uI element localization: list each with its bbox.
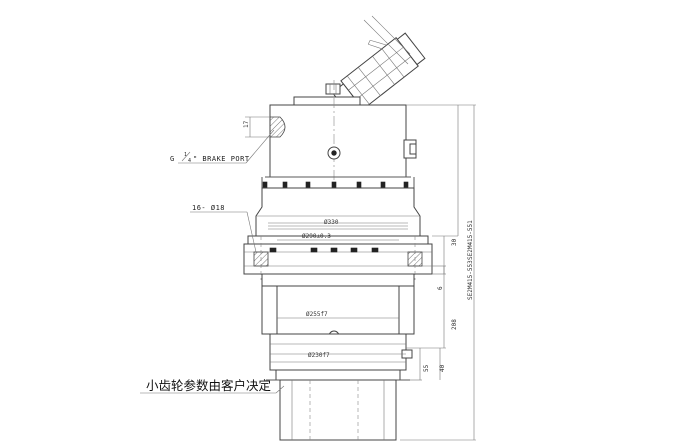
bolt-holes-label: 16- Ø18 [192,204,225,212]
brake-port-prefix: G [170,155,175,163]
brake-port-label: G 1 4 " BRAKE PORT [170,151,250,164]
dimension-labels: Ø330 Ø290±0.3 Ø255f7 Ø230f7 17 30 6 208 … [243,120,474,372]
extension-lines [400,104,476,441]
dim-30: 30 [451,238,458,246]
dim-dia-330: Ø330 [324,219,339,226]
brake-port-suffix: " BRAKE PORT [193,155,250,163]
gear-stage-housing [255,187,421,237]
dim-208: 208 [451,319,458,330]
pinion-gear [279,379,397,441]
customer-note: 小齿轮参数由客户决定 [146,378,271,393]
leader-lines [140,116,408,394]
brake-port-den: 4 [188,158,192,164]
output-housing [261,273,415,381]
dim-40: 40 [439,364,446,372]
dim-length-a: SE2M415-553 [467,260,474,300]
dim-6: 6 [437,286,444,290]
bolt-row-upper [262,181,409,189]
mounting-flange [243,235,433,280]
dim-dia-290: Ø290±0.3 [302,233,331,240]
hydraulic-motor [293,15,426,116]
dim-dia-230: Ø230f7 [308,352,330,359]
dim-dia-255: Ø255f7 [306,311,328,318]
dim-55: 55 [423,364,430,372]
brake-port-num: 1 [184,152,188,158]
dim-length-b: SE2M415-551 [467,220,474,260]
dim-17: 17 [243,120,250,128]
